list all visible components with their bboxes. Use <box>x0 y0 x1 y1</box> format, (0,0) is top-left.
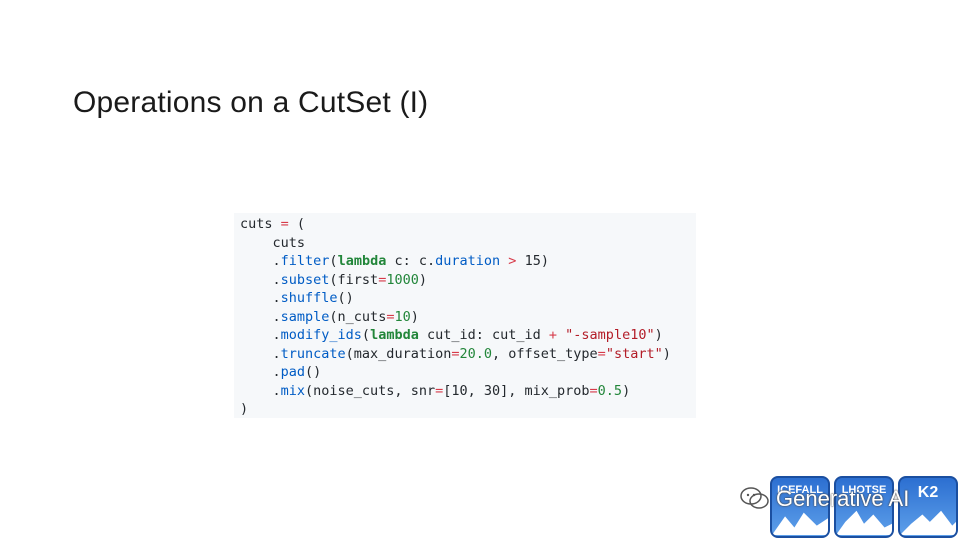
code-listing: cuts = ( cuts .filter(lambda c: c.durati… <box>240 215 671 419</box>
lhotse-logo: LHOTSE <box>834 476 894 538</box>
code-line-6: .sample(n_cuts=10) <box>240 308 419 325</box>
mountain-icon <box>836 510 892 535</box>
code-line-8: .truncate(max_duration=20.0, offset_type… <box>240 345 671 362</box>
k2-logo: K2 <box>898 476 958 538</box>
code-block: cuts = ( cuts .filter(lambda c: c.durati… <box>234 213 696 418</box>
code-line-2: cuts <box>240 234 306 251</box>
logo-strip: ICEFALL LHOTSE K2 <box>770 476 960 540</box>
logo-label: K2 <box>917 484 939 501</box>
icefall-logo: ICEFALL <box>770 476 830 538</box>
watermark-text: Generative AI <box>776 486 910 511</box>
logo-label: LHOTSE <box>841 484 887 496</box>
code-line-3: .filter(lambda c: c.duration > 15) <box>240 253 549 269</box>
code-line-1: cuts = ( <box>240 216 306 232</box>
mountain-icon <box>772 512 828 535</box>
code-line-5: .shuffle() <box>240 290 354 306</box>
watermark: Generative AI <box>740 486 909 512</box>
slide-title: Operations on a CutSet (I) <box>73 86 429 119</box>
code-line-10: .mix(noise_cuts, snr=[10, 30], mix_prob=… <box>240 382 631 399</box>
code-line-9: .pad() <box>240 364 322 380</box>
logo-label: ICEFALL <box>777 484 823 496</box>
code-line-11: ) <box>240 401 249 417</box>
wechat-icon <box>740 487 769 509</box>
code-line-7: .modify_ids(lambda cut_id: cut_id + "-sa… <box>240 327 663 343</box>
code-line-4: .subset(first=1000) <box>240 271 428 288</box>
mountain-icon <box>900 510 956 535</box>
